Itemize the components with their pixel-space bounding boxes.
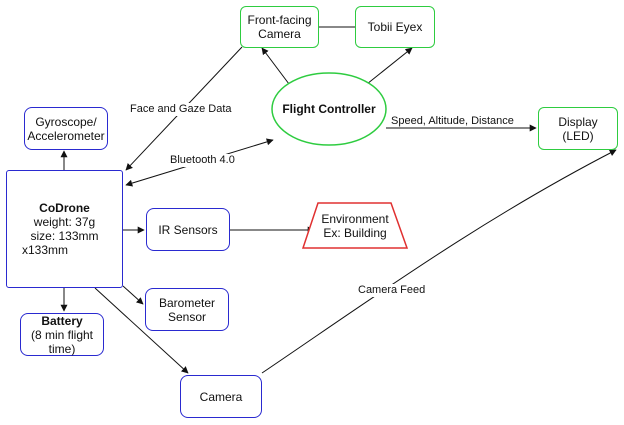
battery-flight-time: (8 min flight <box>30 327 94 342</box>
environment-label: Environment <box>321 212 389 226</box>
environment-node: Environment Ex: Building <box>310 206 400 246</box>
camera-label: Camera <box>199 389 243 404</box>
edge-label-bluetooth: Bluetooth 4.0 <box>170 154 235 167</box>
edge-codrone-barometer <box>122 285 144 305</box>
edge-flightcontroller-frontcam <box>261 47 293 89</box>
ir-sensors-node: IR Sensors <box>146 208 230 251</box>
ir-sensors-label: IR Sensors <box>158 222 218 237</box>
edge-flightcontroller-tobii <box>361 47 413 89</box>
barometer-sensor-label: Sensor <box>167 309 207 324</box>
camera-node: Camera <box>180 375 262 418</box>
battery-node: Battery (8 min flight time) <box>20 313 104 356</box>
environment-example: Ex: Building <box>323 226 387 240</box>
tobii-node: Tobii Eyex <box>355 6 435 48</box>
front-camera-label-cont: Camera <box>258 27 301 41</box>
flight-controller-shape <box>271 72 387 146</box>
gyroscope-node: Gyroscope/ Accelerometer <box>24 107 108 150</box>
codrone-title: CoDrone <box>39 201 90 215</box>
front-camera-label: Front-facing <box>247 13 312 27</box>
display-node: Display (LED) <box>538 107 618 150</box>
tobii-label: Tobii Eyex <box>367 20 423 34</box>
edge-label-camera-feed: Camera Feed <box>358 284 426 297</box>
flight-controller-node: Flight Controller <box>274 96 384 122</box>
barometer-label: Barometer <box>158 295 216 310</box>
edge-label-face-gaze: Face and Gaze Data <box>130 103 232 116</box>
front-camera-node: Front-facing Camera <box>240 6 319 48</box>
display-label: Display <box>558 114 598 129</box>
gyroscope-label: Gyroscope/ <box>35 114 97 129</box>
edge-label-speed: Speed, Altitude, Distance <box>391 115 514 127</box>
edge-camera-display <box>261 149 617 374</box>
battery-title: Battery <box>41 313 83 328</box>
codrone-node: CoDrone weight: 37g size: 133mm x133mm <box>6 170 123 288</box>
battery-flight-time-cont: time) <box>48 341 76 356</box>
accelerometer-label: Accelerometer <box>27 128 105 143</box>
edge-codrone-camera <box>94 287 189 374</box>
codrone-size: size: 133mm <box>30 229 99 243</box>
codrone-weight: weight: 37g <box>33 215 96 229</box>
environment-shape <box>301 202 409 249</box>
flight-controller-label: Flight Controller <box>282 102 376 116</box>
display-led-label: (LED) <box>562 128 594 143</box>
barometer-node: Barometer Sensor <box>145 288 229 331</box>
codrone-size-cont: x133mm <box>22 243 69 257</box>
